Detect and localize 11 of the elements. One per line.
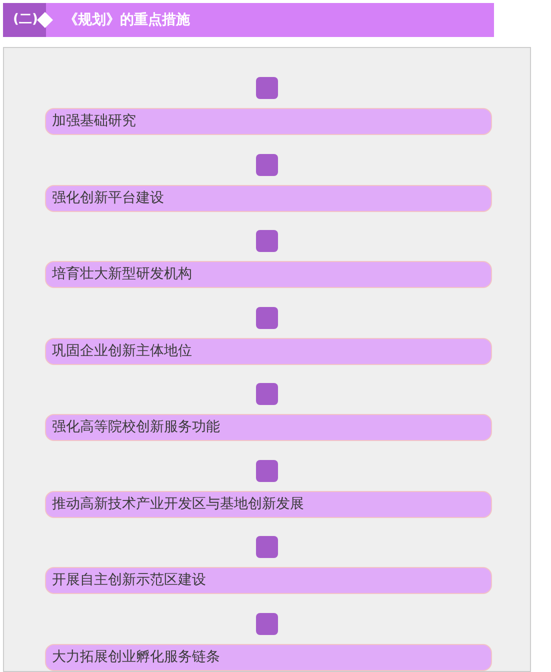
item-bar: 开展自主创新示范区建设: [45, 567, 492, 594]
section-number: (二): [3, 3, 46, 37]
title-banner: 《规划》的重点措施: [46, 3, 494, 37]
item-bar: 培育壮大新型研发机构: [45, 261, 492, 288]
panel: [3, 47, 531, 672]
item-bar: 强化高等院校创新服务功能: [45, 414, 492, 441]
item-bar: 强化创新平台建设: [45, 184, 492, 212]
item-bar: 推动高新技术产业开发区与基地创新发展: [45, 490, 492, 518]
item-bar: 巩固企业创新主体地位: [45, 338, 492, 364]
item-bar: 大力拓展创业孵化服务链条: [45, 644, 492, 670]
item-bar: 加强基础研究: [45, 108, 492, 135]
